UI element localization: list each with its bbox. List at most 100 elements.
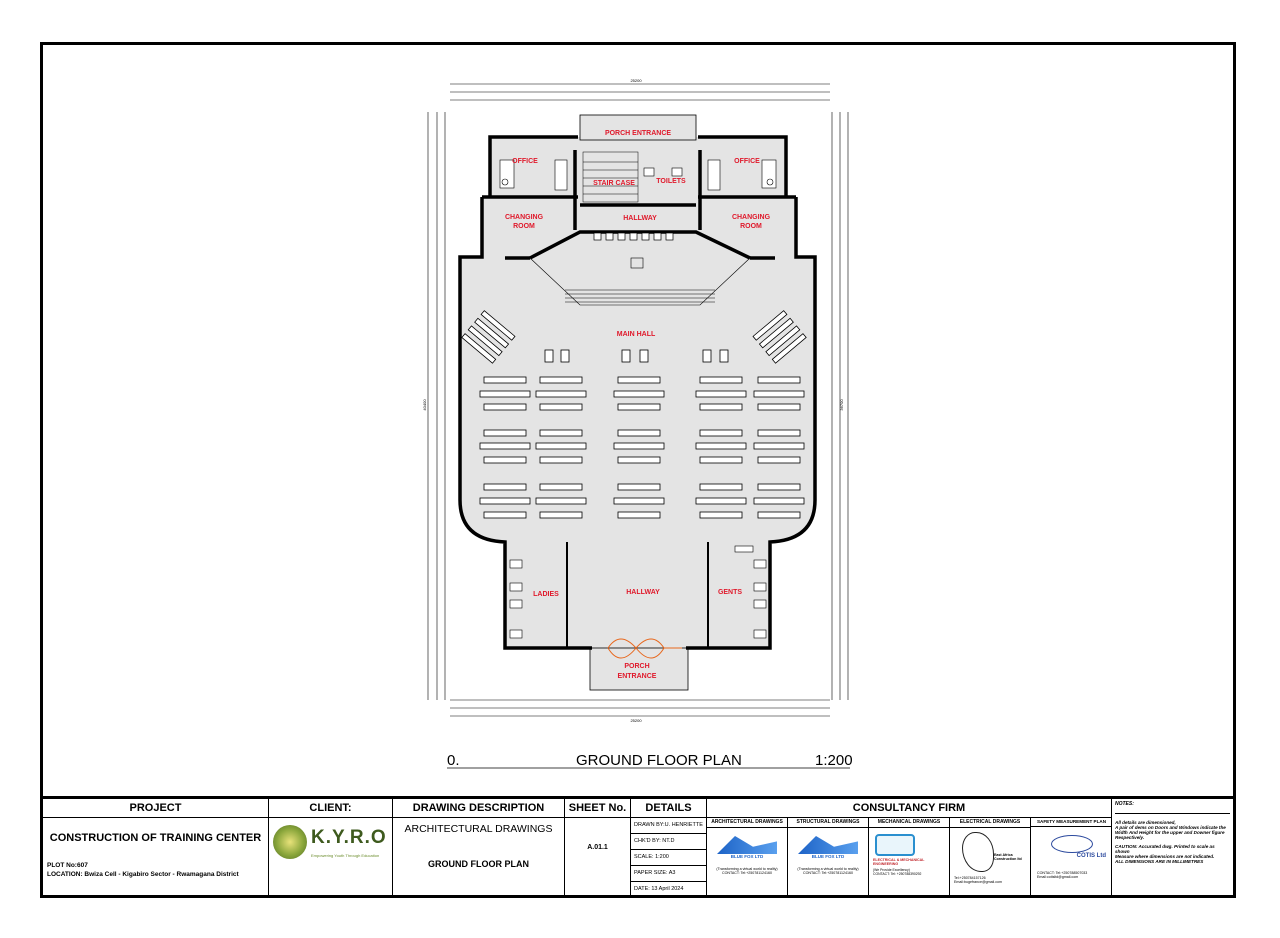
overall-width-dimension-bottom: 25200 [630,718,642,723]
toilet-fixtures [509,167,767,639]
checked-by: CHK'D BY: NT.D [631,834,706,850]
plot-number: PLOT No:607 [47,862,88,869]
drawn-by: DRAWN BY:U. HENRIETTE [631,818,706,834]
consultant-title: STRUCTURAL DRAWINGS [788,817,868,828]
project-name: CONSTRUCTION OF TRAINING CENTER [49,832,262,844]
caption-number: 0. [447,752,460,769]
inner-height-dimension: 36700 [839,399,844,411]
seat-block [479,483,805,519]
consultant-line1: (We Provide Excellency) [873,868,910,872]
logo-tagline: Empowering Youth Through Education [311,853,380,858]
consultant-title: MECHANICAL DRAWINGS [869,817,949,828]
logo-text: K.Y.R.O [311,827,387,848]
date: DATE: 13 April 2024 [634,886,684,892]
logo-emblem-icon [273,825,307,859]
details-cell: DETAILS DRAWN BY:U. HENRIETTE CHK'D BY: … [631,799,707,895]
sheet-number: A.01.1 [587,844,608,851]
walls [458,135,817,650]
consultant-line2: CONTACT: Tel:+250781124160 [802,871,854,875]
notes-p1: All details are dimensioned, [1115,820,1176,825]
cotis-logo-icon [1050,835,1093,853]
paper-size: PAPER SIZE: A3 [631,866,706,882]
caption-scale: 1:200 [815,752,853,769]
consultant-title: SAFETY MEASUREMENT PLAN [1031,817,1112,827]
notes-p5: ALL DIMENSIONS ARE IN MILLIMETRES [1115,859,1204,864]
notes-cell: NOTES: All details are dimensioned, A pa… [1112,799,1233,895]
drawing-title: GROUND FLOOR PLAN [428,859,529,869]
sheet-cell: SHEET No. A.01.1 [565,799,631,895]
drawing-category: ARCHITECTURAL DRAWINGS [404,823,553,835]
consultancy-header: CONSULTANCY FIRM [707,799,1111,818]
project-location: LOCATION: Bwiza Cell - Kigabiro Sector -… [47,871,239,878]
blue-fox-logo-icon [798,836,858,854]
seat-block [479,429,805,464]
podium-chairs [544,349,729,363]
main-door-swing [607,638,682,659]
label-hallway-bottom: HALLWAY [626,589,660,596]
stair-case [582,151,639,203]
overall-height-dimension: 40400 [422,399,427,411]
details-header: DETAILS [631,799,706,818]
label-changing-room-right-1: CHANGING [732,214,771,221]
notes-p2: A pair of dems on Doors and Windows indi… [1115,825,1226,840]
consultant-line1: (Transforming a virtual world to reality… [797,867,859,871]
label-porch-entrance-bottom-2: ENTRANCE [618,673,657,680]
sheet-header: SHEET No. [565,799,630,818]
label-stair-case: STAIR CASE [593,180,635,187]
title-block: PROJECT CONSTRUCTION OF TRAINING CENTER … [43,796,1233,895]
overall-width-dimension: 25200 [630,78,642,83]
consultant-mechanical: MECHANICAL DRAWINGS ELECTRICAL & MECHANI… [869,817,950,895]
consultant-line1: (Transforming a virtual world to reality… [716,867,778,871]
consultant-line1: Tel:+250784157126 [954,876,986,880]
label-hallway-top: HALLWAY [623,215,657,222]
top-dimension-lines [427,83,849,717]
porch-outlines [579,114,697,691]
drawing-description-header: DRAWING DESCRIPTION [393,799,564,818]
label-changing-room-right-2: ROOM [740,223,762,230]
angled-seats-left [461,310,516,364]
consultancy-cell: CONSULTANCY FIRM ARCHITECTURAL DRAWINGS … [707,799,1112,895]
label-changing-room-left-2: ROOM [513,223,535,230]
label-office-right: OFFICE [734,158,760,165]
label-changing-room-left-1: CHANGING [505,214,544,221]
label-toilets: TOILETS [656,178,686,185]
office-furniture [499,159,777,191]
drawing-description-cell: DRAWING DESCRIPTION ARCHITECTURAL DRAWIN… [393,799,565,895]
consultant-safety: SAFETY MEASUREMENT PLAN COTIS Ltd CONTAC… [1031,817,1112,895]
consultant-architectural: ARCHITECTURAL DRAWINGS BLUE FOX LTD (Tra… [707,817,788,895]
seat-block [479,376,805,411]
notes-header: NOTES: [1115,801,1230,814]
stage-boxes [593,232,674,241]
notes-p4: Measure where dimensions are not indicat… [1115,854,1215,859]
consultant-firm: COTIS Ltd [1076,853,1106,859]
consultant-firm: BLUE FOX LTD [811,854,845,859]
consultant-line2: Email:cotisltd@gmail.com [1037,875,1079,879]
consultant-structural: STRUCTURAL DRAWINGS BLUE FOX LTD (Transf… [788,817,869,895]
label-gents: GENTS [718,589,742,596]
project-cell: PROJECT CONSTRUCTION OF TRAINING CENTER … [43,799,269,895]
notes-p3: CAUTION: Accurated dwg. Printed to scale… [1115,844,1215,854]
consultant-title: ARCHITECTURAL DRAWINGS [707,817,787,828]
caption-title: GROUND FLOOR PLAN [576,752,742,769]
label-office-left: OFFICE [512,158,538,165]
consultant-line2: CONTACT: Tel: +250788390292 [873,872,922,876]
label-main-hall: MAIN HALL [617,331,656,338]
consultant-title: ELECTRICAL DRAWINGS [950,817,1030,828]
label-porch-entrance-top: PORCH ENTRANCE [605,130,671,137]
consultant-line2: CONTACT: Tel:+250781124160 [721,871,773,875]
emi-logo-icon [875,834,915,856]
angled-seats-right [752,310,807,364]
floor-fill [460,115,815,690]
scale: SCALE: 1:200 [631,850,706,866]
consultant-firm: ELECTRICAL & MECHANICAL ENGINEERING [873,858,925,866]
africa-map-icon [962,832,994,872]
client-header: CLIENT: [269,799,392,818]
label-ladies: LADIES [533,591,559,598]
label-porch-entrance-bottom-1: PORCH [624,663,649,670]
blue-fox-logo-icon [717,836,777,854]
client-logo: K.Y.R.O Empowering Youth Through Educati… [273,825,391,875]
consultant-firm: East Africa Construction ltd [994,853,1022,861]
consultant-line2: Email:bugefrance@gmail.com [954,880,1002,884]
consultant-firm: BLUE FOX LTD [730,854,764,859]
